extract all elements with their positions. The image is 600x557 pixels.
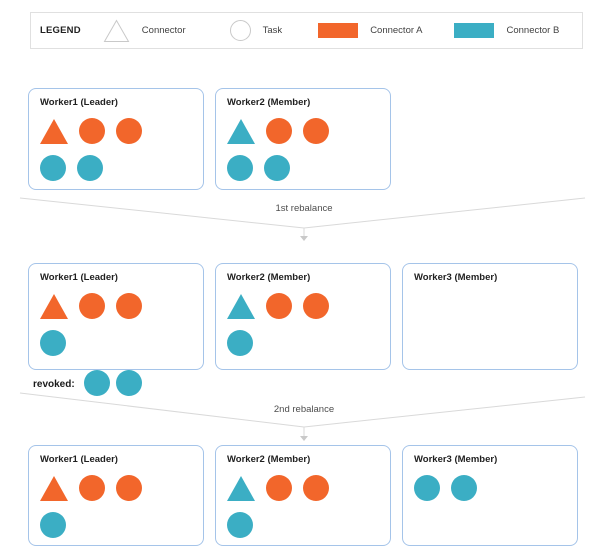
task-b-icon bbox=[227, 155, 253, 181]
task-b-icon bbox=[83, 370, 110, 396]
shape-row bbox=[227, 512, 379, 538]
shape-row bbox=[414, 293, 566, 319]
task-b-icon bbox=[227, 330, 253, 356]
legend-item-label: Connector B bbox=[506, 25, 560, 36]
task-a-icon bbox=[303, 475, 329, 501]
task-b-icon bbox=[451, 475, 477, 501]
shape-row bbox=[414, 330, 566, 356]
worker-box: Worker1 (Leader) bbox=[28, 88, 204, 190]
task-a-icon bbox=[79, 475, 105, 501]
worker-box: Worker3 (Member) bbox=[402, 263, 578, 370]
worker-title: Worker2 (Member) bbox=[227, 97, 311, 108]
task-b-icon bbox=[264, 155, 290, 181]
task-a-icon bbox=[266, 293, 292, 319]
revoked-group: revoked: bbox=[33, 370, 142, 396]
revoked-tasks bbox=[83, 370, 142, 396]
stage-initial: Worker1 (Leader) Worker2 (Member) bbox=[28, 88, 391, 190]
worker-box: Worker2 (Member) bbox=[215, 88, 391, 190]
worker-box: Worker1 (Leader) bbox=[28, 263, 204, 370]
worker-title: Worker3 (Member) bbox=[414, 272, 498, 283]
shape-row bbox=[40, 118, 192, 144]
shape-row bbox=[414, 512, 566, 538]
connector-triangle-outline-icon bbox=[103, 18, 130, 42]
worker-title: Worker3 (Member) bbox=[414, 454, 498, 465]
worker-title: Worker2 (Member) bbox=[227, 272, 311, 283]
legend-item-connector-a: Connector A bbox=[318, 23, 422, 38]
worker-box: Worker3 (Member) bbox=[402, 445, 578, 546]
task-a-icon bbox=[116, 293, 142, 319]
revoked-label: revoked: bbox=[33, 378, 75, 390]
legend-item-connector-b: Connector B bbox=[454, 23, 559, 38]
connector-b-icon bbox=[227, 294, 255, 319]
shape-row bbox=[40, 155, 192, 181]
shape-row bbox=[227, 118, 379, 144]
stage-after-second-rebalance: Worker1 (Leader) Worker2 (Member) Worker3 … bbox=[28, 445, 578, 546]
task-b-icon bbox=[77, 155, 103, 181]
rebalance-lines bbox=[19, 392, 586, 437]
worker-box: Worker2 (Member) bbox=[215, 445, 391, 546]
legend-item-task: Task bbox=[229, 20, 283, 41]
arrow-down-icon bbox=[300, 436, 308, 441]
task-b-icon bbox=[40, 512, 66, 538]
arrow-down-icon bbox=[300, 236, 308, 241]
task-b-icon bbox=[40, 330, 66, 356]
task-a-icon bbox=[116, 475, 142, 501]
shape-row bbox=[40, 330, 192, 356]
shape-row bbox=[40, 475, 192, 501]
connector-a-icon bbox=[40, 119, 68, 144]
worker-title: Worker1 (Leader) bbox=[40, 272, 118, 283]
shape-row bbox=[414, 475, 566, 501]
connector-b-icon bbox=[227, 119, 255, 144]
transition-1st-rebalance: 1st rebalance bbox=[0, 190, 600, 246]
worker-box: Worker1 (Leader) bbox=[28, 445, 204, 546]
shape-row bbox=[227, 330, 379, 356]
shape-row bbox=[40, 293, 192, 319]
legend-item-label: Connector A bbox=[370, 25, 423, 36]
task-a-icon bbox=[79, 293, 105, 319]
worker-title: Worker1 (Leader) bbox=[40, 454, 118, 465]
task-a-icon bbox=[116, 118, 142, 144]
worker-title: Worker2 (Member) bbox=[227, 454, 311, 465]
task-a-icon bbox=[79, 118, 105, 144]
shape-row bbox=[227, 475, 379, 501]
shape-row bbox=[227, 293, 379, 319]
worker-title: Worker1 (Leader) bbox=[40, 97, 118, 108]
worker-box: Worker2 (Member) bbox=[215, 263, 391, 370]
legend-item-label: Task bbox=[262, 25, 283, 36]
task-b-icon bbox=[414, 475, 440, 501]
task-circle-outline-icon bbox=[229, 20, 251, 41]
connector-b-swatch bbox=[454, 23, 495, 38]
task-b-icon bbox=[227, 512, 253, 538]
legend-item-connector: Connector bbox=[103, 18, 186, 43]
stage-after-first-rebalance: Worker1 (Leader) Worker2 (Member) Worker3 … bbox=[28, 263, 578, 370]
task-a-icon bbox=[303, 118, 329, 144]
task-a-icon bbox=[303, 293, 329, 319]
connector-a-swatch bbox=[318, 23, 359, 38]
rebalance-label: 1st rebalance bbox=[275, 203, 333, 214]
rebalance-lines bbox=[19, 197, 586, 237]
task-b-icon bbox=[40, 155, 66, 181]
legend-title: LEGEND bbox=[40, 25, 81, 36]
shape-row bbox=[227, 155, 379, 181]
legend-item-label: Connector bbox=[141, 25, 186, 36]
task-a-icon bbox=[266, 475, 292, 501]
task-b-icon bbox=[115, 370, 142, 396]
rebalance-label: 2nd rebalance bbox=[273, 404, 335, 415]
connector-b-icon bbox=[227, 476, 255, 501]
legend: LEGEND Connector Task Connector A Connec… bbox=[30, 12, 583, 49]
connector-a-icon bbox=[40, 294, 68, 319]
connector-a-icon bbox=[40, 476, 68, 501]
transition-2nd-rebalance: 2nd rebalance bbox=[0, 390, 600, 446]
task-a-icon bbox=[266, 118, 292, 144]
shape-row bbox=[40, 512, 192, 538]
